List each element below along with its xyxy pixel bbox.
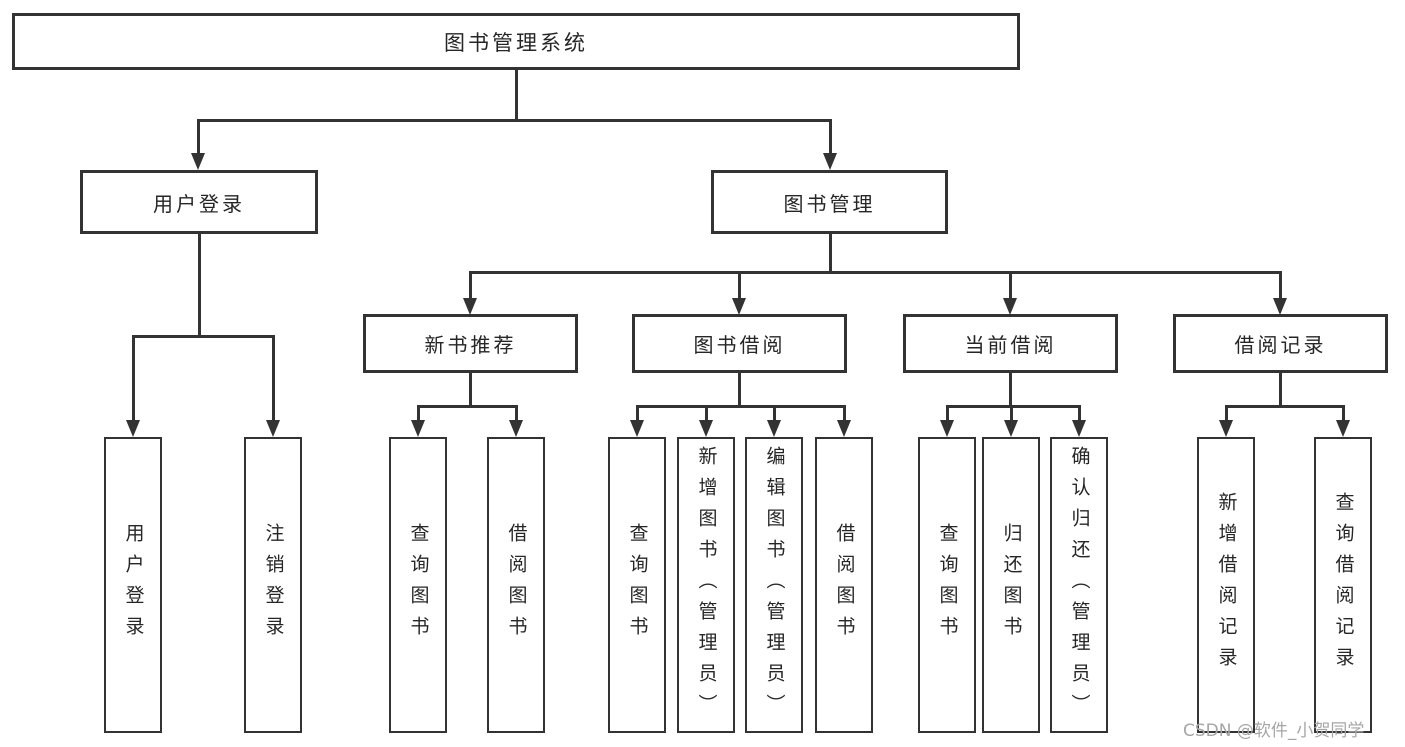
leaf-nb-borrow-book: 借阅图书 bbox=[487, 437, 545, 733]
node-user-login: 用户登录 bbox=[80, 170, 318, 234]
leaf-cb-confirm-return: 确认归还（管理员） bbox=[1050, 437, 1108, 733]
arrowhead-down-icon bbox=[1072, 420, 1086, 437]
arrowhead-down-icon bbox=[1003, 298, 1017, 315]
leaf-cb-confirm-return-label: 确认归还（管理员） bbox=[1068, 445, 1091, 725]
leaf-user-login-label: 用户登录 bbox=[122, 523, 145, 647]
connector-line bbox=[829, 119, 832, 155]
leaf-br-add-record-label: 新增借阅记录 bbox=[1215, 492, 1238, 678]
connector-line bbox=[636, 405, 639, 422]
leaf-logout-label: 注销登录 bbox=[262, 523, 285, 647]
connector-line bbox=[738, 271, 741, 301]
arrowhead-down-icon bbox=[1273, 298, 1287, 315]
arrowhead-down-icon bbox=[1336, 420, 1350, 437]
connector-line bbox=[1342, 405, 1345, 422]
connector-line bbox=[417, 405, 517, 408]
arrowhead-down-icon bbox=[767, 420, 781, 437]
arrowhead-down-icon bbox=[411, 420, 425, 437]
node-book-management: 图书管理 bbox=[711, 170, 948, 234]
node-borrow-records-label: 借阅记录 bbox=[1234, 333, 1327, 357]
connector-line bbox=[1009, 373, 1012, 407]
connector-line bbox=[636, 405, 845, 408]
connector-line bbox=[738, 373, 741, 407]
connector-line bbox=[272, 335, 275, 422]
node-new-book-recommend-label: 新书推荐 bbox=[424, 333, 517, 357]
leaf-cb-return-book-label: 归还图书 bbox=[1000, 523, 1023, 647]
node-new-book-recommend: 新书推荐 bbox=[363, 314, 578, 373]
connector-line bbox=[1009, 271, 1012, 301]
connector-line bbox=[1010, 405, 1013, 422]
connector-line bbox=[197, 119, 200, 155]
leaf-user-login: 用户登录 bbox=[104, 437, 162, 733]
csdn-watermark: CSDN @软件_小贺同学 bbox=[1183, 721, 1365, 741]
connector-line bbox=[132, 335, 274, 338]
node-current-borrow: 当前借阅 bbox=[903, 314, 1118, 373]
arrowhead-down-icon bbox=[823, 153, 837, 170]
leaf-bb-borrow-book-label: 借阅图书 bbox=[833, 523, 856, 647]
node-current-borrow-label: 当前借阅 bbox=[964, 333, 1057, 357]
connector-line bbox=[829, 234, 832, 273]
connector-line bbox=[469, 271, 1282, 274]
connector-line bbox=[1078, 405, 1081, 422]
leaf-bb-query-book-label: 查询图书 bbox=[626, 523, 649, 647]
arrowhead-down-icon bbox=[463, 298, 477, 315]
connector-line bbox=[946, 405, 1081, 408]
connector-line bbox=[132, 335, 135, 422]
leaf-nb-query-book-label: 查询图书 bbox=[407, 523, 430, 647]
leaf-cb-query-book-label: 查询图书 bbox=[936, 523, 959, 647]
arrowhead-down-icon bbox=[837, 420, 851, 437]
leaf-cb-return-book: 归还图书 bbox=[982, 437, 1040, 733]
leaf-bb-query-book: 查询图书 bbox=[608, 437, 666, 733]
connector-line bbox=[946, 405, 949, 422]
connector-line bbox=[843, 405, 846, 422]
connector-line bbox=[1279, 271, 1282, 301]
node-book-management-label: 图书管理 bbox=[783, 191, 876, 216]
connector-line bbox=[705, 405, 708, 422]
leaf-bb-add-book: 新增图书（管理员） bbox=[677, 437, 735, 733]
leaf-nb-query-book: 查询图书 bbox=[389, 437, 447, 733]
connector-line bbox=[1225, 405, 1228, 422]
leaf-cb-query-book: 查询图书 bbox=[918, 437, 976, 733]
leaf-br-query-record-label: 查询借阅记录 bbox=[1332, 492, 1355, 678]
arrowhead-down-icon bbox=[126, 420, 140, 437]
arrowhead-down-icon bbox=[191, 153, 205, 170]
leaf-br-add-record: 新增借阅记录 bbox=[1197, 437, 1255, 733]
connector-line bbox=[198, 234, 201, 337]
arrowhead-down-icon bbox=[699, 420, 713, 437]
arrowhead-down-icon bbox=[1004, 420, 1018, 437]
arrowhead-down-icon bbox=[630, 420, 644, 437]
node-root: 图书管理系统 bbox=[12, 13, 1020, 70]
leaf-bb-edit-book-label: 编辑图书（管理员） bbox=[763, 445, 786, 725]
node-borrow-records: 借阅记录 bbox=[1173, 314, 1388, 373]
node-root-label: 图书管理系统 bbox=[444, 30, 588, 55]
node-book-borrow: 图书借阅 bbox=[632, 314, 847, 373]
leaf-bb-borrow-book: 借阅图书 bbox=[815, 437, 873, 733]
arrowhead-down-icon bbox=[1219, 420, 1233, 437]
connector-line bbox=[515, 70, 518, 120]
arrowhead-down-icon bbox=[509, 420, 523, 437]
connector-line bbox=[515, 405, 518, 422]
connector-line bbox=[469, 373, 472, 407]
arrowhead-down-icon bbox=[732, 298, 746, 315]
connector-line bbox=[773, 405, 776, 422]
connector-line bbox=[1225, 405, 1344, 408]
leaf-bb-edit-book: 编辑图书（管理员） bbox=[745, 437, 803, 733]
leaf-bb-add-book-label: 新增图书（管理员） bbox=[695, 445, 718, 725]
arrowhead-down-icon bbox=[266, 420, 280, 437]
connector-line bbox=[1279, 373, 1282, 407]
leaf-br-query-record: 查询借阅记录 bbox=[1314, 437, 1372, 733]
arrowhead-down-icon bbox=[940, 420, 954, 437]
connector-line bbox=[417, 405, 420, 422]
node-user-login-label: 用户登录 bbox=[153, 191, 245, 216]
connector-line bbox=[197, 119, 831, 122]
leaf-nb-borrow-book-label: 借阅图书 bbox=[505, 523, 528, 647]
node-book-borrow-label: 图书借阅 bbox=[693, 333, 786, 357]
leaf-logout: 注销登录 bbox=[244, 437, 302, 733]
connector-line bbox=[469, 271, 472, 301]
